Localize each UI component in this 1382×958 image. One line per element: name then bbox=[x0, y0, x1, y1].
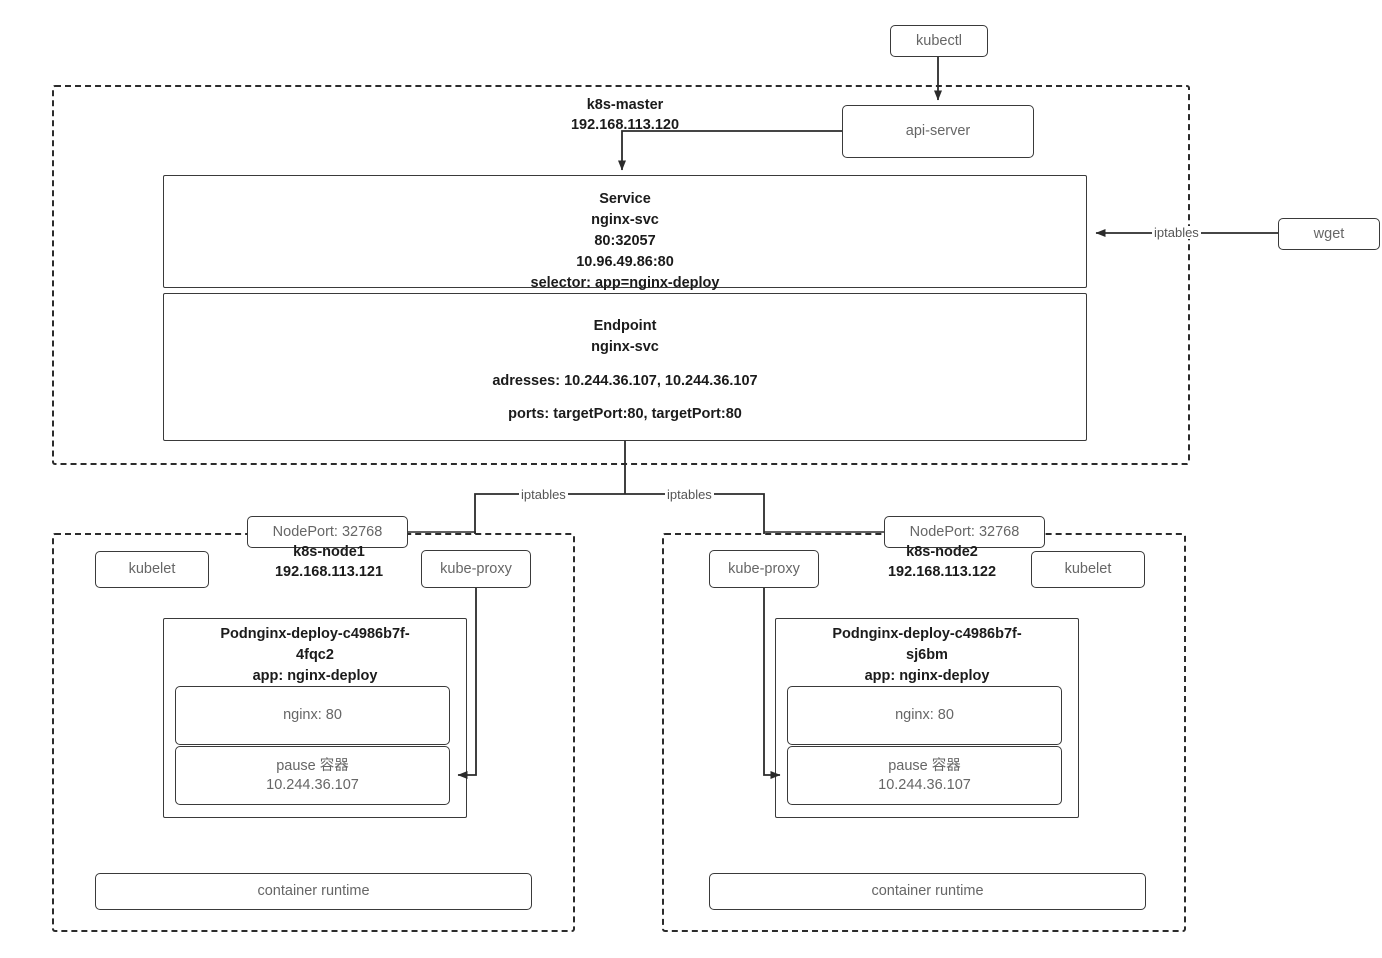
api-server-label: api-server bbox=[905, 123, 971, 140]
node1-kube-proxy-label: kube-proxy bbox=[440, 560, 512, 577]
node2-container-runtime-box[interactable]: container runtime bbox=[709, 873, 1146, 910]
kubectl-box[interactable]: kubectl bbox=[890, 25, 988, 57]
node2-pod-title: Podnginx-deploy-c4986b7f- sj6bm app: ngi… bbox=[832, 626, 1022, 685]
node1-kubelet-box[interactable]: kubelet bbox=[95, 551, 209, 588]
node2-kube-proxy-label: kube-proxy bbox=[728, 560, 800, 577]
service-details: Service nginx-svc 80:32057 10.96.49.86:8… bbox=[530, 191, 720, 292]
node1-container-runtime-box[interactable]: container runtime bbox=[95, 873, 532, 910]
node2-nodeport-box[interactable]: NodePort: 32768 bbox=[884, 516, 1045, 548]
iptables-node1-label: iptables bbox=[519, 487, 568, 502]
node1-kubelet-label: kubelet bbox=[128, 561, 176, 578]
k8s-node1-label: k8s-node1 192.168.113.121 bbox=[274, 544, 384, 580]
node2-kubelet-label: kubelet bbox=[1064, 561, 1112, 578]
node2-container-runtime-label: container runtime bbox=[871, 883, 984, 900]
node1-container-nginx-label: nginx: 80 bbox=[283, 707, 342, 724]
wget-box[interactable]: wget bbox=[1278, 218, 1380, 250]
endpoint-title: Endpoint nginx-svc bbox=[591, 318, 659, 356]
node1-container-nginx[interactable]: nginx: 80 bbox=[175, 686, 450, 745]
node2-container-pause-label: pause 容器 10.244.36.107 bbox=[878, 758, 971, 793]
node2-container-nginx-label: nginx: 80 bbox=[895, 707, 954, 724]
node1-kube-proxy-box[interactable]: kube-proxy bbox=[421, 550, 531, 588]
node1-nodeport-box[interactable]: NodePort: 32768 bbox=[247, 516, 408, 548]
node1-container-runtime-label: container runtime bbox=[257, 883, 370, 900]
node2-container-pause[interactable]: pause 容器 10.244.36.107 bbox=[787, 746, 1062, 805]
k8s-node2-label: k8s-node2 192.168.113.122 bbox=[887, 544, 997, 580]
iptables-wget-label: iptables bbox=[1152, 225, 1201, 240]
api-server-box[interactable]: api-server bbox=[842, 105, 1034, 158]
node1-nodeport-label: NodePort: 32768 bbox=[272, 523, 383, 540]
iptables-node2-label: iptables bbox=[665, 487, 714, 502]
node2-nodeport-label: NodePort: 32768 bbox=[909, 523, 1020, 540]
node1-container-pause-label: pause 容器 10.244.36.107 bbox=[266, 758, 359, 793]
endpoint-ports: ports: targetPort:80, targetPort:80 bbox=[508, 406, 742, 422]
node1-pod-title: Podnginx-deploy-c4986b7f- 4fqc2 app: ngi… bbox=[220, 626, 410, 685]
node2-kube-proxy-box[interactable]: kube-proxy bbox=[709, 550, 819, 588]
wget-label: wget bbox=[1313, 225, 1345, 242]
node2-kubelet-box[interactable]: kubelet bbox=[1031, 551, 1145, 588]
kubectl-label: kubectl bbox=[916, 32, 962, 49]
endpoint-box[interactable] bbox=[163, 293, 1087, 441]
endpoint-addresses: adresses: 10.244.36.107, 10.244.36.107 bbox=[492, 373, 758, 389]
node1-container-pause[interactable]: pause 容器 10.244.36.107 bbox=[175, 746, 450, 805]
k8s-master-boundary bbox=[52, 85, 1190, 465]
service-box[interactable] bbox=[163, 175, 1087, 288]
node2-container-nginx[interactable]: nginx: 80 bbox=[787, 686, 1062, 745]
k8s-master-label: k8s-master 192.168.113.120 bbox=[570, 97, 680, 133]
